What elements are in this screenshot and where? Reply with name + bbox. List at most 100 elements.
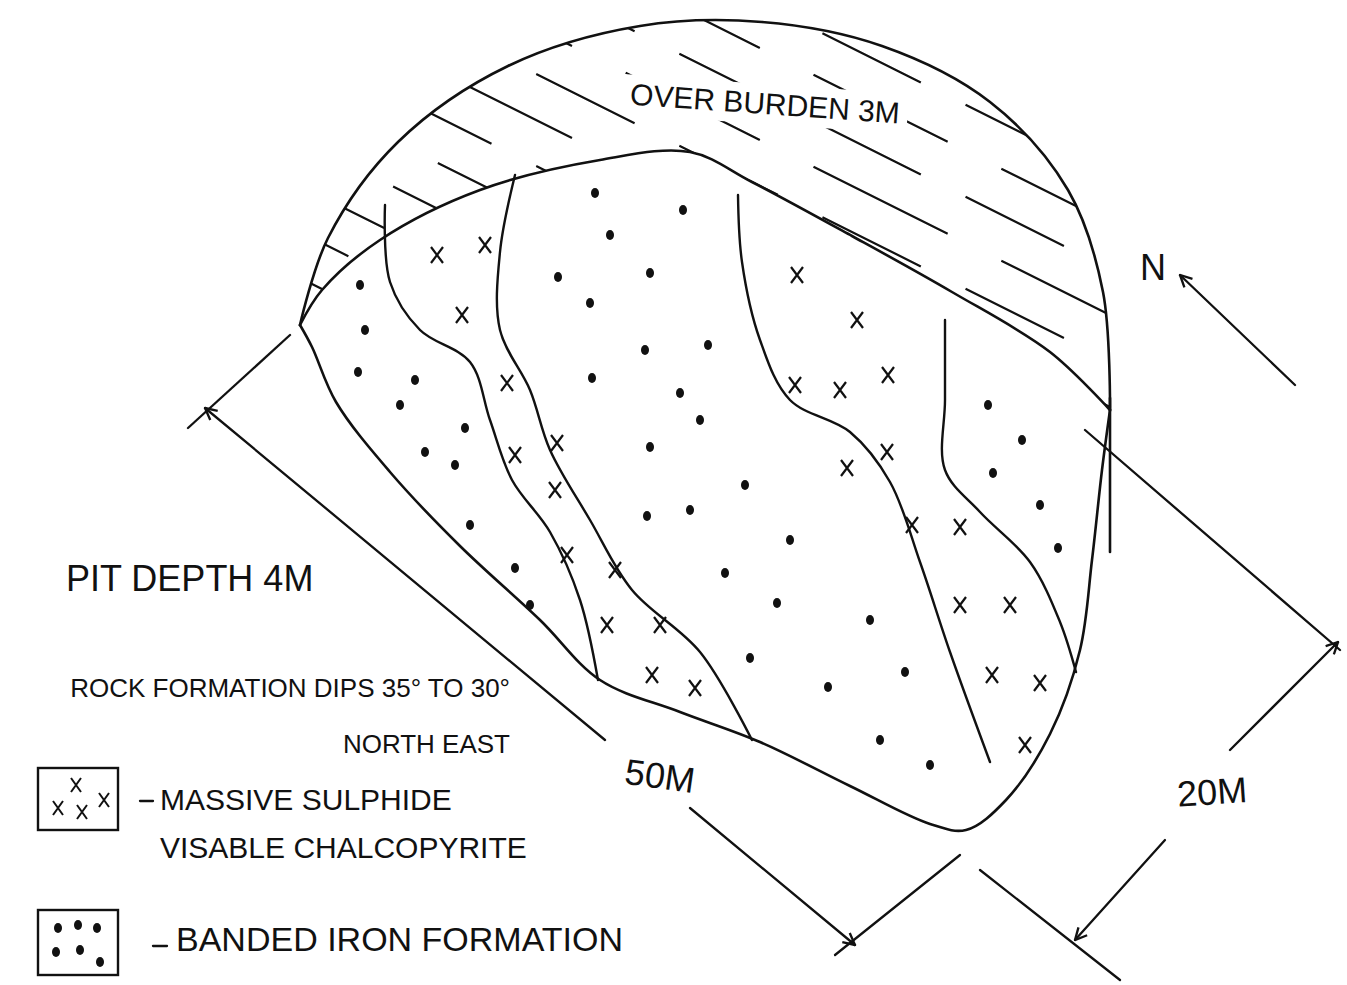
- sulphide-cross: [71, 778, 81, 792]
- sulphide-cross: [53, 801, 63, 815]
- hatch-line: [250, 0, 1150, 381]
- contact-line: [942, 320, 1076, 672]
- iron-dot: [54, 923, 62, 933]
- dimension-arrow: [1230, 642, 1338, 750]
- extension-line: [835, 855, 960, 955]
- extension-line: [980, 870, 1120, 980]
- sulphide-cross: [1004, 597, 1016, 613]
- extension-line: [1085, 430, 1340, 650]
- sulphide-cross: [431, 247, 443, 263]
- iron-dot: [721, 568, 729, 578]
- iron-dot: [591, 188, 599, 198]
- iron-dot: [396, 400, 404, 410]
- iron-dot: [641, 345, 649, 355]
- iron-dot: [96, 957, 104, 967]
- hatch-line: [250, 115, 1150, 565]
- legend-swatch: [38, 768, 118, 830]
- north-label: N: [1140, 246, 1166, 289]
- sulphide-cross: [689, 680, 701, 696]
- iron-dot: [686, 505, 694, 515]
- iron-dot: [421, 447, 429, 457]
- sulphide-cross: [882, 367, 894, 383]
- iron-dot: [411, 375, 419, 385]
- iron-dot: [511, 563, 519, 573]
- contact-line: [738, 195, 990, 762]
- legend-text: BANDED IRON FORMATION: [176, 918, 736, 960]
- hatch-line: [250, 69, 1150, 519]
- iron-dot: [93, 923, 101, 933]
- iron-dot: [989, 468, 997, 478]
- hatch-line: [250, 0, 1150, 13]
- dimension-lines: [140, 275, 1340, 980]
- iron-dot: [679, 205, 687, 215]
- swatch-frame: [38, 768, 118, 830]
- iron-dot: [704, 340, 712, 350]
- extension-line: [140, 800, 153, 802]
- iron-dot: [1054, 543, 1062, 553]
- swatch-frame: [38, 910, 118, 975]
- pit-edge: [300, 150, 1110, 410]
- sulphide-cross: [789, 377, 801, 393]
- iron-dot: [866, 615, 874, 625]
- iron-dot: [356, 280, 364, 290]
- dimension-arrow: [1180, 275, 1295, 385]
- iron-dot: [643, 511, 651, 521]
- sulphide-cross: [509, 447, 521, 463]
- extension-line: [153, 945, 167, 947]
- iron-dot: [926, 760, 934, 770]
- sulphide-cross: [791, 267, 803, 283]
- sulphide-cross: [549, 482, 561, 498]
- hatch-line: [250, 345, 1150, 795]
- hatch-line: [250, 253, 1150, 703]
- iron-dot: [773, 598, 781, 608]
- sulphide-cross: [954, 519, 966, 535]
- contact-line: [497, 175, 752, 740]
- dimension-arrow: [690, 808, 855, 945]
- hatch-line: [250, 391, 1150, 841]
- dimension-label: 20M: [1176, 768, 1249, 816]
- sulphide-cross: [654, 617, 666, 633]
- iron-dot: [354, 367, 362, 377]
- iron-dot: [824, 682, 832, 692]
- dip-note: ROCK FORMATION DIPS 35° TO 30° NORTH EAS…: [20, 660, 510, 772]
- iron-dot: [1036, 500, 1044, 510]
- pit-edge: [300, 20, 1110, 410]
- sulphide-cross: [77, 805, 87, 819]
- sulphide-cross: [601, 617, 613, 633]
- iron-dot: [586, 298, 594, 308]
- iron-dot: [646, 268, 654, 278]
- sulphide-cross: [986, 667, 998, 683]
- sulphide-cross: [99, 793, 109, 807]
- hatch-line: [250, 0, 1150, 59]
- hatch-line: [250, 0, 1150, 197]
- extension-line: [188, 335, 290, 428]
- legend-text: MASSIVE SULPHIDE VISABLE CHALCOPYRITE: [160, 776, 560, 872]
- iron-dot: [676, 388, 684, 398]
- iron-dot: [696, 415, 704, 425]
- legend-swatch: [38, 910, 118, 975]
- iron-dot: [588, 373, 596, 383]
- sulphide-cross: [501, 375, 513, 391]
- sulphide-cross: [479, 237, 491, 253]
- iron-dot: [876, 735, 884, 745]
- sulphide-cross: [1019, 737, 1031, 753]
- sulphide-cross: [954, 597, 966, 613]
- pit-depth-note: PIT DEPTH 4M: [66, 557, 366, 600]
- contact-line: [385, 205, 598, 680]
- sulphide-cross: [906, 517, 918, 533]
- pit-outline: [300, 20, 1110, 831]
- sulphide-cross: [551, 435, 563, 451]
- iron-dot: [984, 400, 992, 410]
- dimension-label: 50M: [622, 750, 697, 803]
- iron-dot: [461, 423, 469, 433]
- iron-dot: [901, 667, 909, 677]
- sulphide-cross: [851, 312, 863, 328]
- iron-dot: [466, 520, 474, 530]
- iron-dot: [76, 945, 84, 955]
- iron-dot: [52, 947, 60, 957]
- iron-dot: [74, 920, 82, 930]
- iron-dot: [646, 442, 654, 452]
- iron-dot: [361, 325, 369, 335]
- hatch-line: [250, 483, 1150, 933]
- dimension-arrow: [1075, 840, 1165, 940]
